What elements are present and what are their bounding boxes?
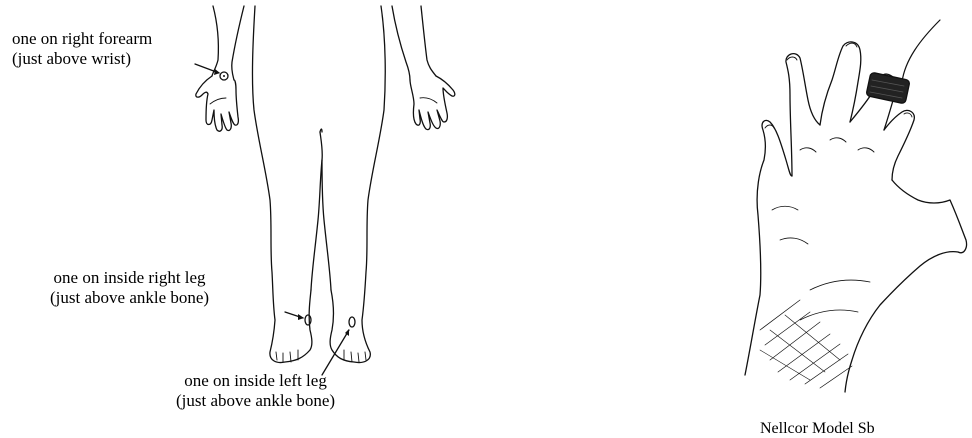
sensor-caption: Nellcor Model Sb [760, 420, 875, 438]
hand-with-sensor-drawing [745, 20, 967, 392]
right-arm-drawing [196, 6, 244, 131]
legs-drawing [252, 6, 385, 363]
right-leg-label-line2: (just above ankle bone) [50, 288, 209, 308]
right-forearm-label-line2: (just above wrist) [12, 49, 152, 69]
right-forearm-label-line1: one on right forearm [12, 29, 152, 49]
left-leg-electrode-dot [349, 317, 355, 327]
left-leg-leader-line [322, 330, 349, 375]
right-forearm-label: one on right forearm (just above wrist) [12, 29, 152, 69]
left-leg-label-line1: one on inside left leg [176, 371, 335, 391]
left-arm-drawing [392, 6, 455, 130]
left-leg-label: one on inside left leg (just above ankle… [176, 371, 335, 411]
right-leg-electrode-dot [305, 315, 311, 325]
right-leg-label: one on inside right leg (just above ankl… [50, 268, 209, 308]
left-leg-label-line2: (just above ankle bone) [176, 391, 335, 411]
right-leg-label-line1: one on inside right leg [50, 268, 209, 288]
